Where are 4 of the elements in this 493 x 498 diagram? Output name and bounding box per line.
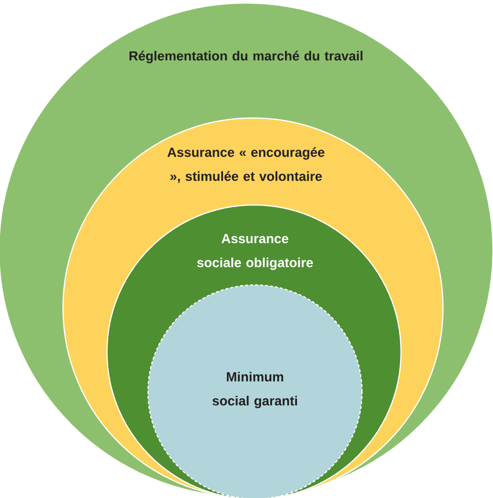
circle-label: Assurance sociale obligatoire xyxy=(197,234,313,270)
circle-label: Assurance « encouragée », stimulée et volontaire xyxy=(167,147,324,183)
circle-label: Minimum social garanti xyxy=(212,372,297,408)
circle-label: Réglementation du marché du travail xyxy=(130,50,362,64)
